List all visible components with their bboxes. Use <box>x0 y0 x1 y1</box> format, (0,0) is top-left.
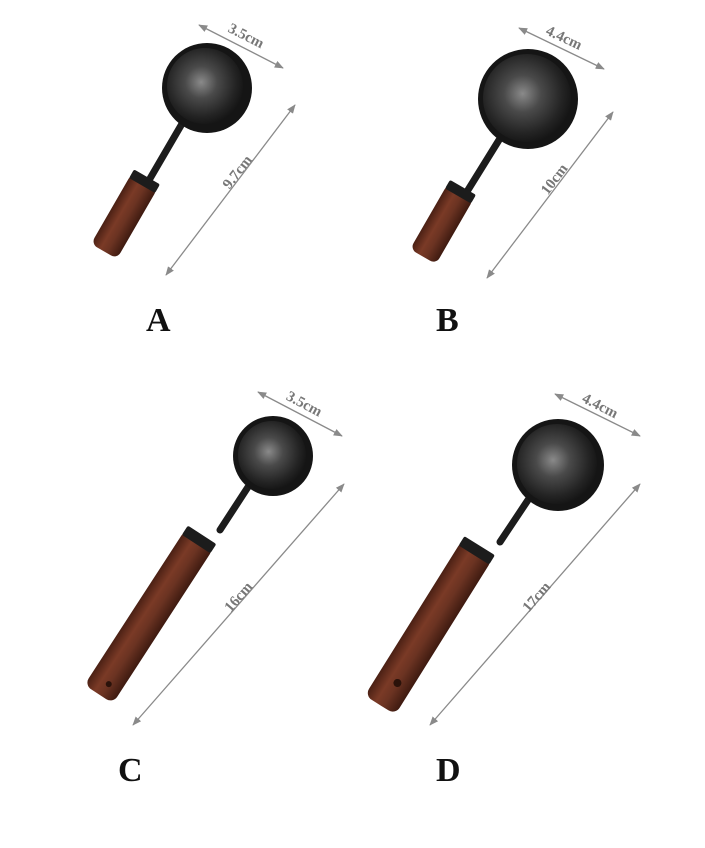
spoon-a <box>93 43 252 257</box>
product-label-a: A <box>146 302 171 339</box>
length-label-d: 17cm <box>520 579 555 616</box>
diameter-label-d: 4.4cm <box>579 391 620 423</box>
product-label-c: C <box>118 752 143 789</box>
length-label-a: 9.7cm <box>220 152 256 192</box>
product-label-b: B <box>436 302 459 339</box>
diameter-label-a: 3.5cm <box>225 21 266 53</box>
spoon-c <box>87 416 313 701</box>
spoon-b <box>412 49 578 262</box>
product-label-d: D <box>436 752 461 789</box>
length-label-b: 10cm <box>538 161 572 198</box>
length-label-c: 16cm <box>222 579 257 616</box>
dimension-a-length: 9.7cm <box>165 104 296 276</box>
